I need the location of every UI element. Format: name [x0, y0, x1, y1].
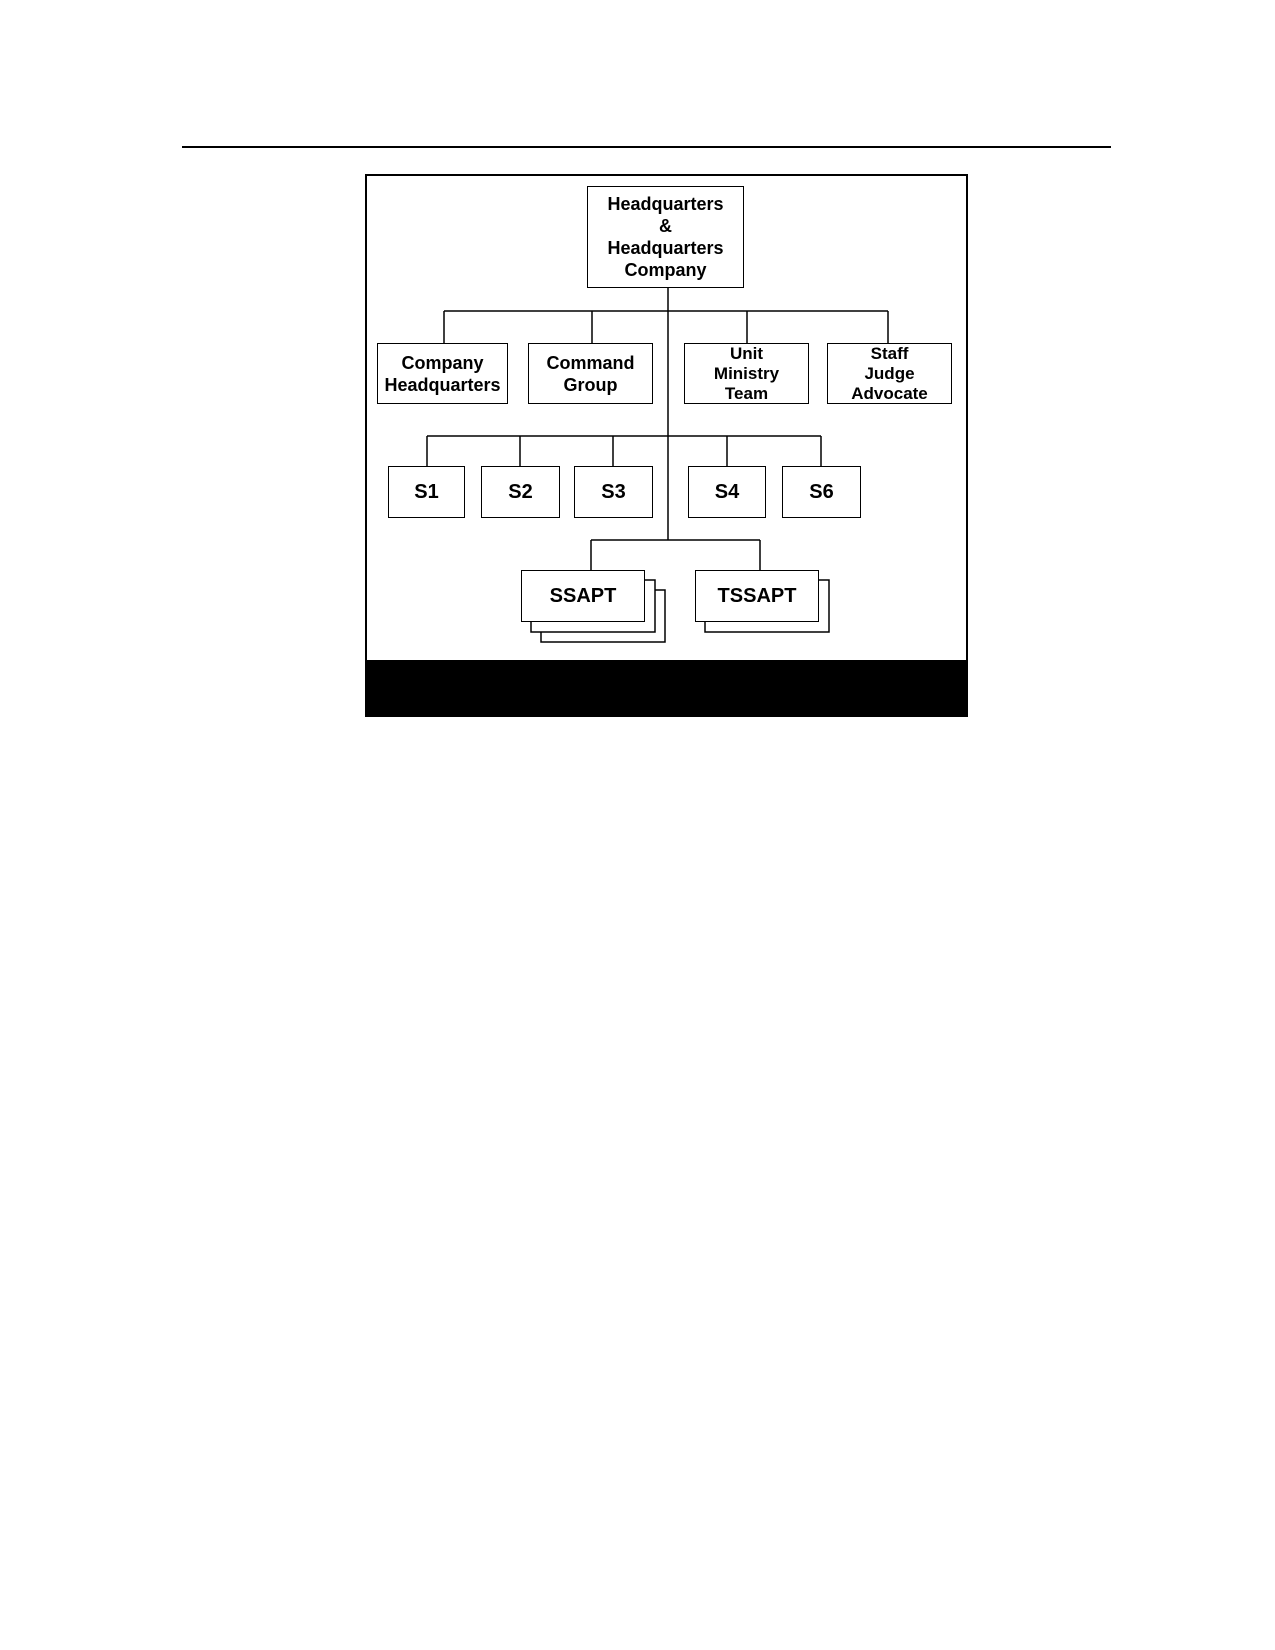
node-line: Group — [563, 374, 618, 395]
node-ssapt: SSAPT — [521, 570, 645, 622]
org-chart-frame: Headquarters & Headquarters Company Comp… — [365, 174, 968, 717]
node-company-headquarters: Company Headquarters — [377, 343, 508, 404]
node-label: S2 — [508, 481, 533, 503]
node-command-group: Command Group — [528, 343, 653, 404]
node-s2: S2 — [481, 466, 560, 518]
node-s3: S3 — [574, 466, 653, 518]
node-label: S1 — [414, 481, 439, 503]
node-staff-judge-advocate: Staff Judge Advocate — [827, 343, 952, 404]
node-line: & — [658, 216, 672, 236]
node-s6: S6 — [782, 466, 861, 518]
node-label: TSSAPT — [717, 585, 797, 607]
node-line: Team — [724, 383, 769, 403]
node-line: Command — [546, 352, 635, 373]
node-label: SSAPT — [549, 585, 617, 607]
caption-bar — [367, 660, 966, 715]
node-line: Staff — [870, 343, 909, 363]
node-label: S3 — [601, 481, 626, 503]
node-line: Headquarters — [607, 194, 724, 214]
node-line: Company — [624, 260, 707, 280]
node-label: S6 — [809, 481, 834, 503]
node-line: Ministry — [713, 363, 780, 383]
node-headquarters-company: Headquarters & Headquarters Company — [587, 186, 744, 288]
node-line: Company — [401, 352, 484, 373]
header-rule — [182, 146, 1111, 148]
node-s4: S4 — [688, 466, 766, 518]
node-tssapt: TSSAPT — [695, 570, 819, 622]
node-line: Headquarters — [384, 374, 501, 395]
node-label: S4 — [714, 481, 740, 503]
node-line: Judge — [864, 363, 915, 383]
node-line: Headquarters — [607, 238, 724, 258]
node-unit-ministry-team: Unit Ministry Team — [684, 343, 809, 404]
node-line: Advocate — [851, 383, 928, 403]
node-line: Unit — [729, 343, 764, 363]
node-s1: S1 — [388, 466, 465, 518]
